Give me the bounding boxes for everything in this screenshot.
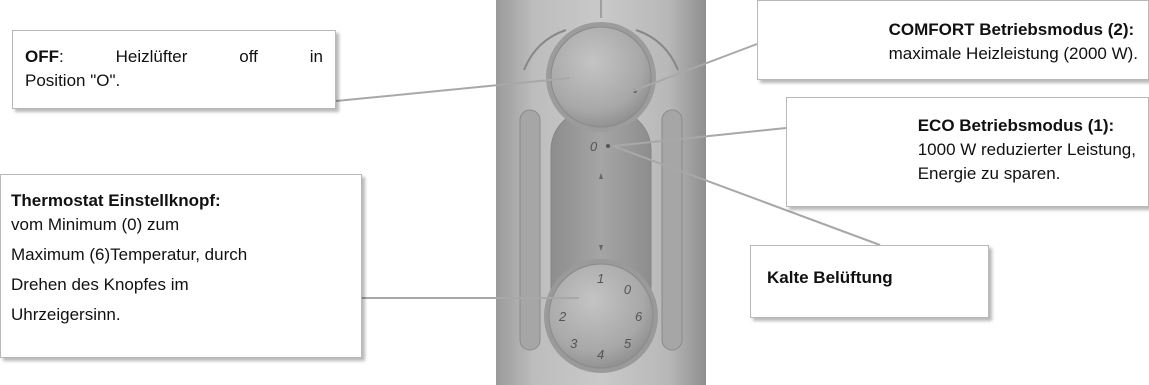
upper-knob-zero-mark: 0 [590,139,598,154]
callout-eco: ECO Betriebsmodus (1): 1000 W reduzierte… [786,97,1149,207]
eco-line2: Energie zu sparen. [918,162,1136,186]
thermostat-line4: Uhrzeigersinn. [11,303,351,327]
lower-knob-number: 1 [597,271,604,286]
kalt-title-rest: lte Belüftung [789,268,893,287]
off-title: OFF [25,47,59,66]
callout-comfort: COMFORT Betriebsmodus (2): maximale Heiz… [757,0,1149,80]
off-word3: in [310,45,323,69]
lower-knob-number: 5 [624,336,632,351]
off-colon: : [59,47,64,66]
off-word1: Heizlüfter [116,45,188,69]
eco-title: ECO Betriebsmodus (1): [918,114,1136,138]
callout-thermostat: Thermostat Einstellknopf: vom Minimum (0… [0,174,362,358]
eco-line1: 1000 W reduzierter Leistung, [918,138,1136,162]
lower-knob-number: 2 [558,309,567,324]
comfort-title: COMFORT Betriebsmodus (2): [889,18,1138,42]
lower-knob-number: 3 [570,336,578,351]
thermostat-title: Thermostat Einstellknopf: [11,189,351,213]
callout-off: OFF: Heizlüfter off in Position "O". [12,30,336,109]
comfort-line1: maximale Heizleistung (2000 W). [889,42,1138,66]
off-line2: Position "O". [25,69,323,93]
callout-kalte-belueftung: Kalte Belüftung [750,245,989,318]
thermostat-line2: Maximum (6)Temperatur, durch [11,243,351,267]
lower-knob-number: 0 [624,282,632,297]
kalt-title-bold: Ka [767,268,789,287]
off-word2: off [239,45,258,69]
thermostat-line1: vom Minimum (0) zum [11,213,351,237]
lower-knob-number: 6 [635,309,643,324]
lower-knob-number: 4 [597,347,604,362]
thermostat-line3: Drehen des Knopfes im [11,273,351,297]
